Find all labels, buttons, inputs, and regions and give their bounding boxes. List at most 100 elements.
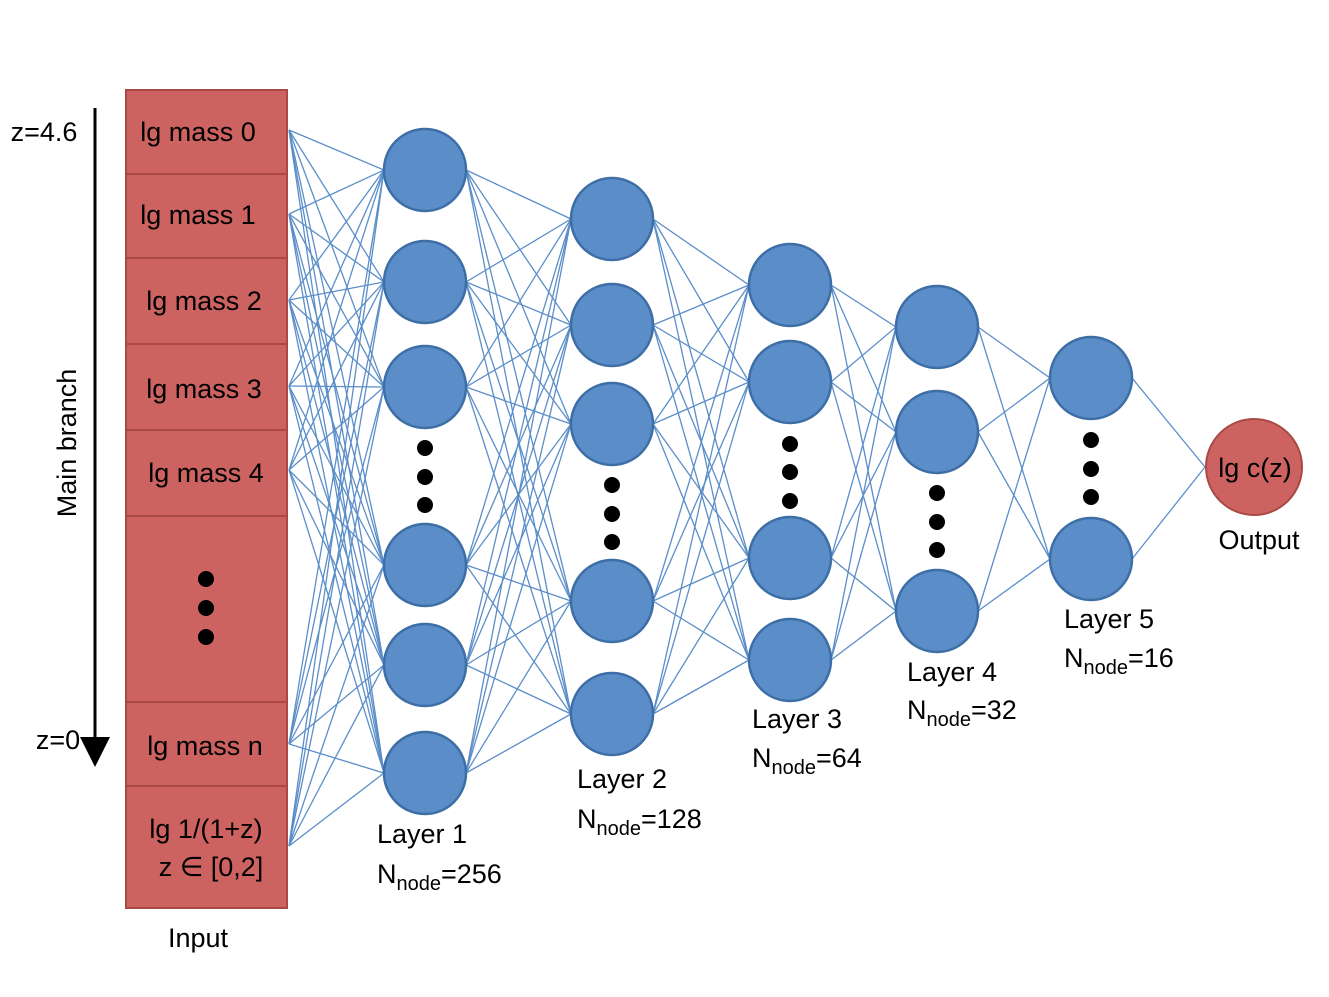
connection-line — [465, 218, 572, 774]
connection-line — [288, 385, 385, 388]
input-label: lg mass 2 — [146, 286, 262, 316]
connection-line — [288, 129, 385, 283]
ellipsis-dot — [198, 629, 214, 645]
connection-line — [977, 377, 1051, 612]
connection-line — [830, 381, 897, 433]
connection-line — [288, 129, 385, 171]
layer-4-node — [894, 568, 980, 654]
connection-line — [288, 281, 385, 745]
connection-line — [465, 600, 572, 666]
connection-line — [465, 324, 572, 566]
input-label: lg mass 3 — [146, 374, 262, 404]
layer-labels: Layer 1 Nnode=256 Layer 2 Nnode=128 Laye… — [377, 604, 1174, 895]
connection-line — [830, 326, 897, 661]
connection-line — [288, 169, 385, 847]
layer-1-node-count: Nnode=256 — [377, 859, 502, 895]
layer-1-node — [382, 344, 468, 430]
connection-line — [465, 423, 572, 774]
connection-line — [465, 169, 572, 220]
connection-line — [288, 299, 385, 666]
input-box — [125, 173, 288, 259]
layer-5-node — [1048, 516, 1134, 602]
layer-2-node — [569, 381, 655, 467]
layer-3-title: Layer 3 — [752, 704, 842, 734]
layer-1-node — [382, 730, 468, 816]
ellipsis-dot — [929, 485, 945, 501]
connection-line — [288, 386, 385, 471]
connection-line — [288, 213, 385, 774]
layer-3-node — [747, 242, 833, 328]
connection-line — [977, 326, 1051, 379]
layer-4-node — [894, 389, 980, 475]
z-top-label: z=4.6 — [11, 117, 78, 147]
connection-line — [830, 557, 897, 612]
connection-line — [652, 557, 750, 602]
ellipsis-dot — [198, 600, 214, 616]
layer-1-node — [382, 127, 468, 213]
connection-line — [465, 600, 572, 774]
connection-line — [830, 431, 897, 661]
connection-line — [652, 218, 750, 559]
connection-line — [652, 284, 750, 715]
ellipsis-dot — [604, 534, 620, 550]
connection-line — [288, 281, 385, 387]
connection-line — [288, 281, 385, 471]
layer-1-node — [382, 239, 468, 325]
input-label: lg 1/(1+z) — [149, 814, 262, 844]
connection-line — [977, 558, 1051, 612]
connection-line — [465, 386, 572, 425]
connection-line — [652, 284, 750, 425]
main-branch-axis: z=4.6 z=0 Main branch — [11, 108, 110, 767]
input-label: lg mass 4 — [148, 458, 264, 488]
connection-lines — [288, 129, 1206, 847]
layer-ellipsis — [417, 432, 1099, 558]
connection-line — [288, 169, 385, 387]
connection-line — [288, 129, 385, 388]
connection-line — [652, 284, 750, 602]
layer-2-node — [569, 671, 655, 757]
connection-line — [465, 324, 572, 388]
connection-line — [288, 385, 385, 566]
connection-line — [288, 385, 385, 774]
input-label: lg mass n — [147, 731, 263, 761]
connection-line — [465, 423, 572, 666]
connection-line — [652, 218, 750, 661]
layer-4-title: Layer 4 — [907, 657, 997, 687]
ellipsis-dot — [417, 469, 433, 485]
input-label-range: z ∈ [0,2] — [159, 852, 264, 882]
layer-3-node-count: Nnode=64 — [752, 743, 862, 779]
connection-line — [288, 129, 385, 774]
layer-1-node — [382, 522, 468, 608]
connection-line — [288, 564, 385, 745]
connection-line — [465, 218, 572, 388]
connection-line — [288, 386, 385, 847]
connection-line — [288, 664, 385, 847]
connection-line — [288, 169, 385, 745]
connection-line — [288, 564, 385, 847]
connection-line — [465, 169, 572, 326]
connection-line — [288, 169, 385, 215]
connection-line — [1131, 466, 1206, 560]
ellipsis-dot — [782, 493, 798, 509]
connection-line — [830, 326, 897, 559]
ellipsis-dot — [604, 506, 620, 522]
connection-line — [1131, 377, 1206, 468]
ellipsis-dot — [782, 464, 798, 480]
connection-line — [288, 169, 385, 471]
connection-line — [288, 213, 385, 283]
layer-1-title: Layer 1 — [377, 819, 467, 849]
input-caption: Input — [168, 923, 229, 953]
input-label: lg mass 0 — [140, 117, 256, 147]
layer-1-node — [382, 622, 468, 708]
ellipsis-dot — [417, 440, 433, 456]
layer-2-node-count: Nnode=128 — [577, 804, 702, 840]
connection-line — [652, 600, 750, 661]
connection-line — [830, 284, 897, 612]
input-box — [125, 429, 288, 517]
layer-3-node — [747, 339, 833, 425]
connection-line — [652, 381, 750, 425]
input-box — [125, 89, 288, 175]
ellipsis-dot — [929, 542, 945, 558]
ellipsis-dot — [1083, 489, 1099, 505]
layer-5-title: Layer 5 — [1064, 604, 1154, 634]
